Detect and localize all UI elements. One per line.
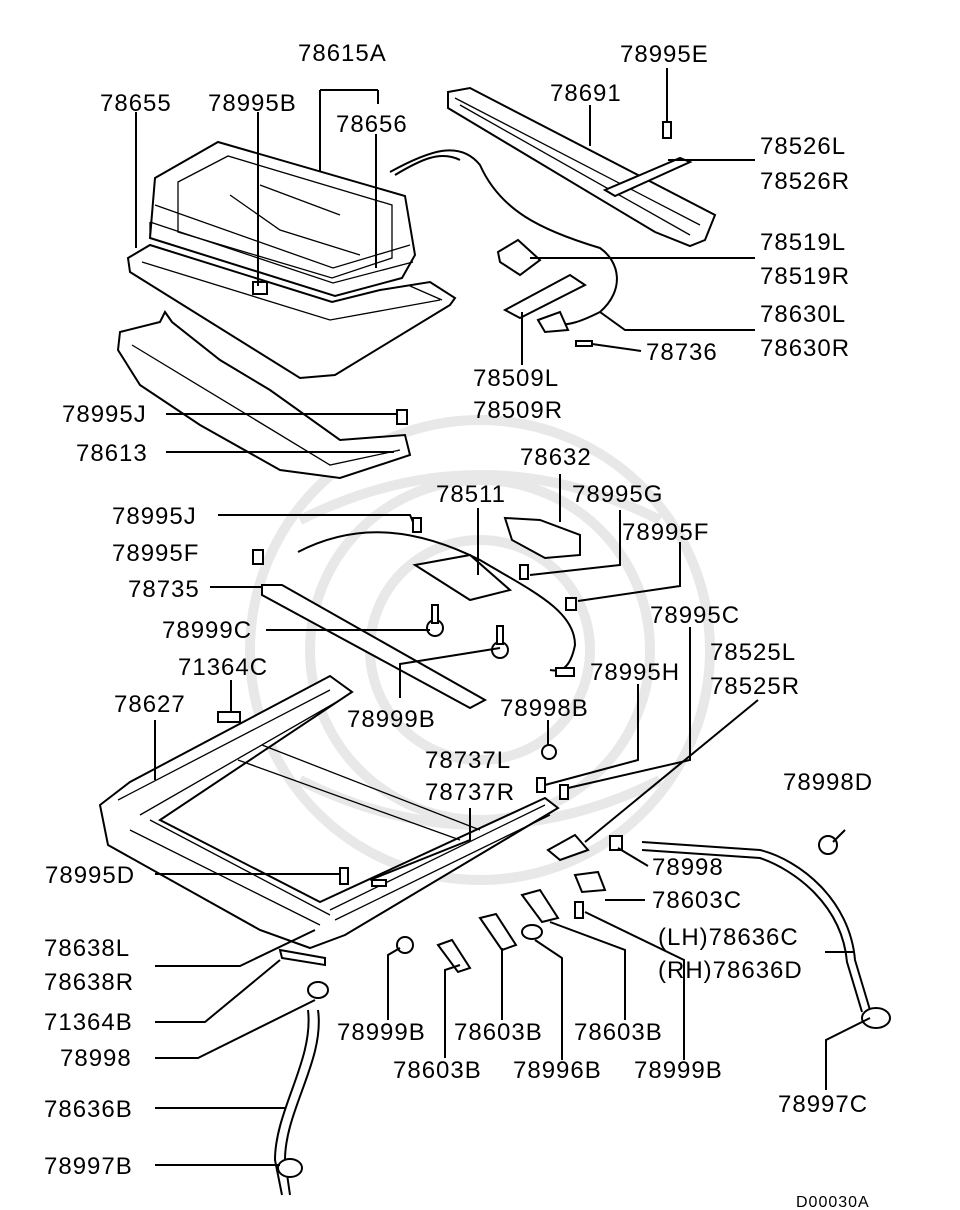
label-78735: 78735 bbox=[128, 576, 200, 603]
label-78995J-lower: 78995J bbox=[112, 503, 197, 530]
label-78603B-b: 78603B bbox=[574, 1019, 663, 1046]
slider-parts-78519 bbox=[496, 238, 593, 347]
label-78525R: 78525R bbox=[710, 673, 800, 700]
label-78615A: 78615A bbox=[298, 40, 387, 67]
label-78509L: 78509L bbox=[473, 365, 559, 392]
label-78656: 78656 bbox=[336, 111, 408, 138]
label-78603C: 78603C bbox=[652, 887, 742, 914]
label-78613: 78613 bbox=[76, 440, 148, 467]
label-78526R: 78526R bbox=[760, 168, 850, 195]
label-78995H: 78995H bbox=[590, 659, 680, 686]
label-78519L: 78519L bbox=[760, 229, 846, 256]
label-78996B: 78996B bbox=[513, 1057, 602, 1084]
label-78632: 78632 bbox=[520, 444, 592, 471]
label-78519R: 78519R bbox=[760, 263, 850, 290]
label-78998B: 78998B bbox=[500, 695, 589, 722]
cable-assembly-78511 bbox=[297, 517, 577, 677]
label-78995D: 78995D bbox=[45, 862, 135, 889]
label-78995J-upper: 78995J bbox=[62, 401, 147, 428]
label-78638L: 78638L bbox=[44, 935, 130, 962]
watermark-emblem bbox=[245, 415, 715, 885]
bracket-78735 bbox=[261, 584, 488, 710]
label-78526L: 78526L bbox=[760, 133, 846, 160]
diagram-reference-code: D00030A bbox=[796, 1194, 870, 1210]
label-78999B-bottom-left: 78999B bbox=[337, 1019, 426, 1046]
label-78655: 78655 bbox=[100, 90, 172, 117]
deflector-78613 bbox=[116, 310, 412, 480]
label-78995B: 78995B bbox=[208, 90, 297, 117]
label-78737L: 78737L bbox=[425, 747, 511, 774]
label-78998D: 78998D bbox=[783, 769, 873, 796]
glass-frame bbox=[126, 243, 457, 380]
label-78997C: 78997C bbox=[778, 1091, 868, 1118]
label-78995E: 78995E bbox=[620, 41, 709, 68]
label-78636C: (LH)78636C bbox=[658, 924, 799, 951]
label-71364B: 71364B bbox=[44, 1009, 133, 1036]
label-78509R: 78509R bbox=[473, 397, 563, 424]
label-78627: 78627 bbox=[114, 691, 186, 718]
cable-guide-78691 bbox=[447, 86, 717, 248]
clips-78603B bbox=[278, 835, 838, 974]
callout-labels: 78615A 78655 78995B 78656 78995E 78691 7… bbox=[44, 40, 873, 1210]
label-78995G: 78995G bbox=[572, 481, 663, 508]
label-78995C: 78995C bbox=[650, 602, 740, 629]
label-71364C: 71364C bbox=[178, 654, 268, 681]
label-78511: 78511 bbox=[436, 481, 506, 508]
sunroof-frame-78627 bbox=[98, 674, 560, 950]
drive-cable bbox=[389, 149, 618, 326]
label-78999B-mid: 78999B bbox=[347, 706, 436, 733]
screw-78995J-upper bbox=[396, 409, 408, 425]
label-78736: 78736 bbox=[646, 339, 718, 366]
small-parts-78998B-78995 bbox=[339, 744, 590, 887]
label-78995F-left: 78995F bbox=[112, 540, 199, 567]
label-78691: 78691 bbox=[550, 80, 622, 107]
label-78998-left: 78998 bbox=[60, 1045, 132, 1072]
label-78999B-bottom-right: 78999B bbox=[634, 1057, 723, 1084]
bolt-78995B-part bbox=[252, 281, 268, 295]
bolts-78999C bbox=[252, 549, 577, 659]
label-78995F-right: 78995F bbox=[622, 519, 709, 546]
drain-hose-78636B bbox=[273, 981, 329, 1196]
label-78638R: 78638R bbox=[44, 969, 134, 996]
label-78603B-c: 78603B bbox=[393, 1057, 482, 1084]
label-78525L: 78525L bbox=[710, 639, 796, 666]
label-78636B: 78636B bbox=[44, 1096, 133, 1123]
motor-78632 bbox=[503, 516, 581, 580]
sunroof-glass-panel bbox=[148, 140, 417, 298]
label-78999C: 78999C bbox=[162, 617, 252, 644]
label-78630R: 78630R bbox=[760, 335, 850, 362]
label-78636D: (RH)78636D bbox=[658, 957, 803, 984]
label-78603B-a: 78603B bbox=[454, 1019, 543, 1046]
label-78630L: 78630L bbox=[760, 301, 846, 328]
leader-lines bbox=[135, 68, 871, 1166]
label-78998-right: 78998 bbox=[652, 854, 724, 881]
label-78737R: 78737R bbox=[425, 779, 515, 806]
label-78997B: 78997B bbox=[44, 1153, 133, 1180]
